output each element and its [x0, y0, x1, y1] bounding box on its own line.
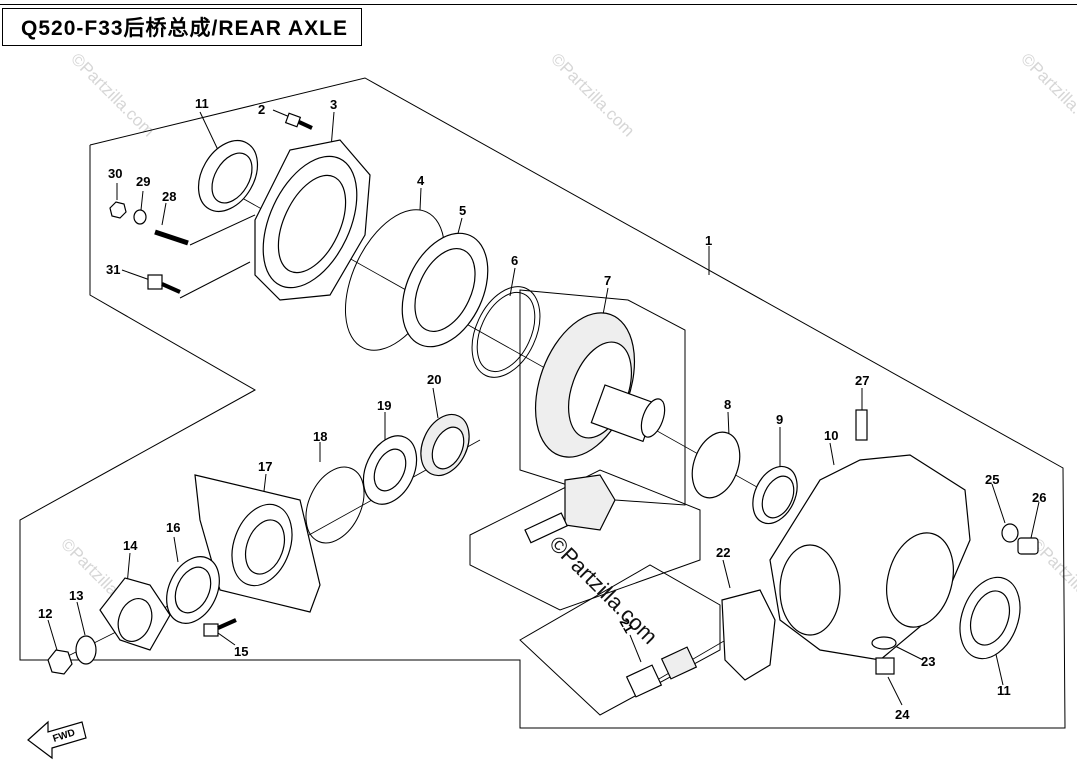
bearing-group-outline	[519, 564, 721, 716]
ring-gear-7	[534, 312, 666, 458]
washer-25	[1001, 523, 1019, 543]
bearing-19	[362, 435, 418, 505]
callout-8: 8	[724, 397, 731, 412]
callout-labels: 1 2 3 4 5 6 7 8 9 10 11 11 12 13 14 15 1…	[38, 96, 1046, 722]
callout-23: 23	[921, 654, 935, 669]
bolt-15	[203, 618, 237, 637]
callout-2: 2	[258, 102, 265, 117]
callout-19: 19	[377, 398, 391, 413]
callout-30: 30	[108, 166, 122, 181]
ring-nut-20	[420, 413, 470, 477]
flange-housing-17	[194, 474, 321, 613]
callout-10: 10	[824, 428, 838, 443]
bolt-31	[147, 274, 181, 294]
center-watermark: ©Partzilla.com	[544, 531, 662, 649]
page-top-rule	[0, 4, 1077, 5]
callout-21: 21	[617, 615, 637, 635]
callout-28: 28	[162, 189, 176, 204]
washer-23	[871, 636, 897, 650]
callout-24: 24	[895, 707, 910, 722]
callout-7: 7	[604, 273, 611, 288]
callout-22: 22	[716, 545, 730, 560]
callout-25: 25	[985, 472, 999, 487]
pinion-gear	[524, 474, 616, 544]
callout-1: 1	[705, 233, 712, 248]
callout-17: 17	[258, 459, 272, 474]
main-housing-10	[769, 454, 971, 661]
callout-11: 11	[195, 96, 209, 111]
watermark: ©Partzilla.com	[67, 49, 158, 140]
pinion-group-outline	[469, 469, 701, 611]
watermark: ©Partzilla.com	[1017, 49, 1077, 140]
needle-bearing-9	[752, 465, 798, 525]
oil-seal-upper	[197, 140, 259, 212]
oil-seal-16	[166, 556, 220, 624]
callout-9: 9	[776, 412, 783, 427]
callout-14: 14	[123, 538, 138, 553]
oil-seal-lower	[959, 576, 1021, 660]
page-title: Q520-F33后桥总成/REAR AXLE	[21, 17, 348, 40]
title-box: Q520-F33后桥总成/REAR AXLE	[2, 8, 362, 46]
bolt-2	[284, 112, 313, 130]
washer-13	[75, 635, 97, 665]
shim-ring-6	[471, 286, 541, 378]
leader-lines	[47, 109, 1040, 706]
washer-29	[133, 209, 147, 225]
output-flange-14	[99, 577, 171, 651]
callout-16: 16	[166, 520, 180, 535]
o-ring-18	[305, 466, 365, 544]
callout-20: 20	[427, 372, 441, 387]
drain-plug-24	[875, 657, 895, 675]
assembly-outline	[19, 77, 1066, 729]
callout-4: 4	[417, 173, 425, 188]
callout-3: 3	[330, 97, 337, 112]
nut-12	[47, 649, 73, 675]
forward-arrow-icon: FWD	[27, 720, 87, 760]
gasket-22	[721, 589, 776, 681]
bearing-set-21	[625, 646, 698, 698]
callout-31: 31	[106, 262, 120, 277]
gasket-8	[691, 431, 741, 499]
watermark: ©Partzilla.com	[547, 49, 638, 140]
callout-12: 12	[38, 606, 52, 621]
drain-plug-26	[1017, 537, 1039, 555]
ring-gear-group-outline	[519, 289, 686, 506]
callout-27: 27	[855, 373, 869, 388]
callout-29: 29	[136, 174, 150, 189]
callout-11: 11	[997, 683, 1011, 698]
callout-15: 15	[234, 644, 248, 659]
callout-18: 18	[313, 429, 327, 444]
callout-26: 26	[1032, 490, 1046, 505]
breather-27	[855, 409, 868, 441]
stud-28	[154, 229, 189, 246]
callout-6: 6	[511, 253, 518, 268]
nut-30	[109, 201, 127, 219]
bearing-5	[401, 232, 489, 348]
callout-5: 5	[459, 203, 466, 218]
cover-housing	[254, 139, 371, 301]
callout-13: 13	[69, 588, 83, 603]
